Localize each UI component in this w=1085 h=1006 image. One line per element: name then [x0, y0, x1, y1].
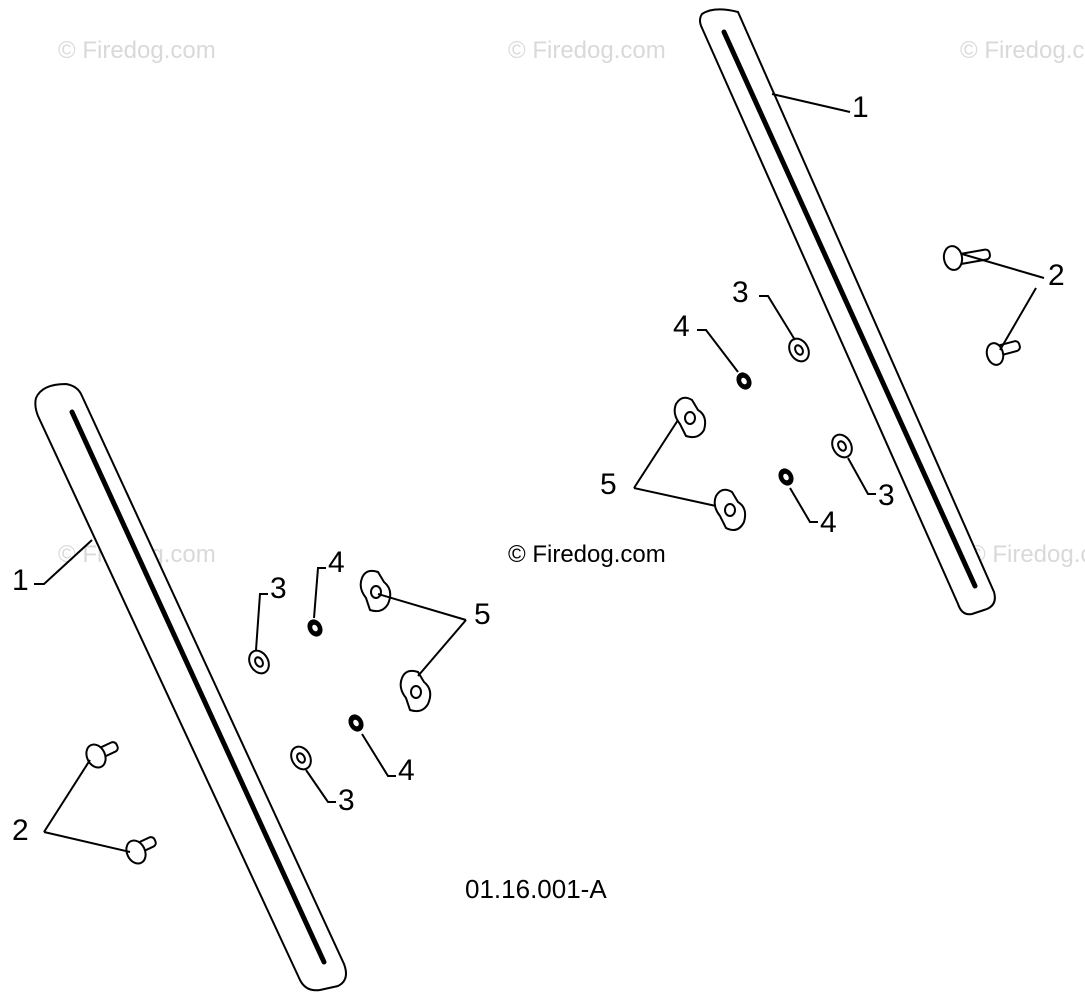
callout-rail-left: 1: [12, 564, 29, 597]
callout-group-left: 1 2 3 4 5 4 3: [12, 539, 491, 853]
callout-lock-washer-left-lower: 4: [398, 754, 415, 787]
lock-washer-left-upper: [307, 619, 323, 637]
callout-group-right: 1 2 3 4 3 4 5: [600, 91, 1065, 539]
bolt-left-upper: [85, 741, 119, 769]
wing-nut-right-lower: [713, 488, 747, 531]
bolt-right-upper: [942, 245, 991, 271]
callout-lock-washer-right-upper: 4: [673, 310, 690, 343]
callout-rail-right: 1: [852, 91, 869, 124]
lock-washer-left-lower: [348, 714, 364, 732]
drawing-code: 01.16.001-A: [465, 874, 607, 904]
lock-washer-right-upper: [736, 372, 752, 390]
callout-washer-right-upper: 3: [732, 276, 749, 309]
callout-washer-left-lower: 3: [338, 784, 355, 817]
wing-nut-left-lower: [399, 669, 432, 713]
callout-lock-washer-left-upper: 4: [328, 546, 345, 579]
callout-wing-nut-left: 5: [474, 598, 491, 631]
rail-left: [34, 382, 347, 992]
bolt-right-lower: [985, 340, 1021, 366]
washer-right-lower: [831, 433, 853, 459]
callout-lock-washer-right-lower: 4: [820, 506, 837, 539]
callout-washer-right-lower: 3: [878, 479, 895, 512]
watermark: © Firedog.com: [58, 37, 216, 64]
washer-left-lower: [290, 745, 312, 771]
watermark: © Firedog.com: [508, 37, 666, 64]
callout-wing-nut-right: 5: [600, 468, 617, 501]
callout-washer-left-upper: 3: [270, 572, 287, 605]
rail-right: [699, 8, 996, 616]
washer-right-upper: [788, 337, 810, 363]
wing-nut-left-upper: [359, 569, 392, 613]
watermark: © Firedog.com: [960, 37, 1085, 64]
bolt-left-lower: [125, 836, 157, 865]
callout-bolt-left: 2: [12, 814, 29, 847]
watermark: © Firedog.com: [968, 541, 1085, 568]
lock-washer-right-lower: [778, 468, 794, 486]
callout-bolt-right: 2: [1048, 259, 1065, 292]
wing-nut-right-upper: [673, 396, 707, 439]
credit-text: © Firedog.com: [508, 541, 666, 568]
washer-left-upper: [248, 649, 270, 675]
